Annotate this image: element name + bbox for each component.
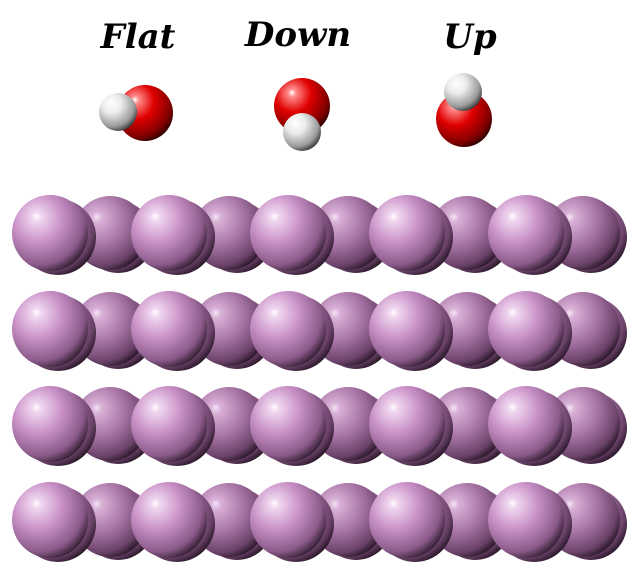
surface-atom — [369, 386, 445, 462]
surface-slab — [12, 195, 627, 562]
slab-layer-1 — [12, 195, 627, 275]
hydrogen-atom — [283, 113, 321, 151]
surface-atom — [488, 195, 564, 271]
water-molecule-up — [436, 73, 492, 147]
surface-atom — [12, 291, 88, 367]
surface-atom — [488, 291, 564, 367]
surface-atom — [250, 195, 326, 271]
surface-atom — [12, 482, 88, 558]
surface-atom — [369, 195, 445, 271]
slab-layer-2 — [12, 291, 627, 371]
surface-atom — [12, 195, 88, 271]
surface-atom — [369, 291, 445, 367]
surface-atom — [250, 482, 326, 558]
surface-atom — [131, 482, 207, 558]
surface-atom — [250, 386, 326, 462]
water-molecule-down — [274, 78, 330, 151]
hydrogen-atom — [99, 93, 137, 131]
surface-atom — [488, 482, 564, 558]
water-molecule-flat — [99, 85, 173, 141]
label-flat: Flat — [100, 17, 176, 57]
surface-atom — [131, 291, 207, 367]
label-down: Down — [244, 15, 351, 55]
surface-atom — [131, 195, 207, 271]
surface-atom — [12, 386, 88, 462]
surface-atom — [488, 386, 564, 462]
slab-layer-3 — [12, 386, 627, 466]
surface-atom — [250, 291, 326, 367]
slab-layer-4 — [12, 482, 627, 562]
surface-atom — [369, 482, 445, 558]
surface-atom — [131, 386, 207, 462]
label-up: Up — [443, 17, 497, 57]
hydrogen-atom — [444, 73, 482, 111]
